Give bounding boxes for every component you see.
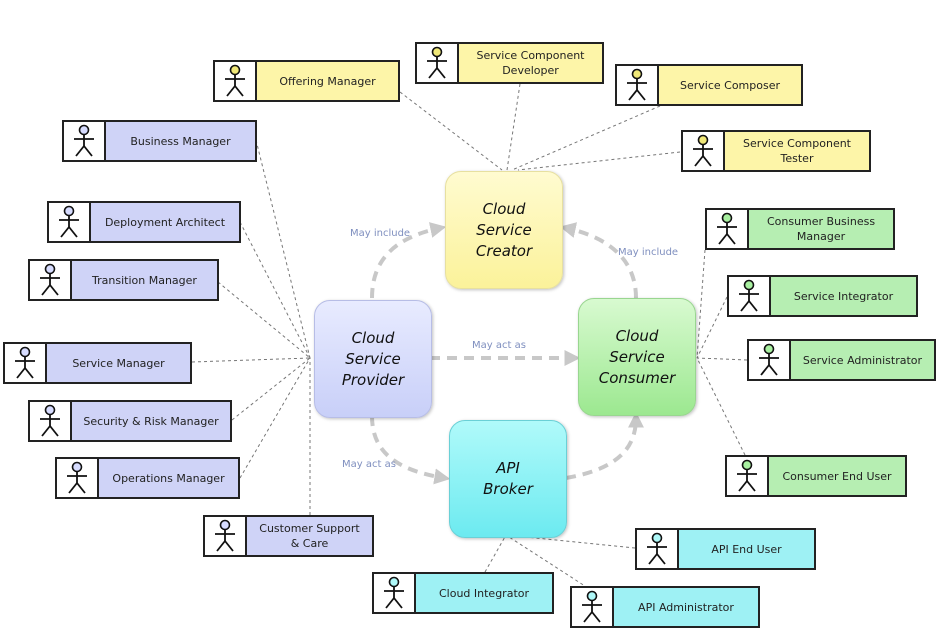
provider-label: Cloud Service Provider <box>341 328 405 389</box>
stick-figure-icon <box>64 122 106 160</box>
stick-figure-icon <box>617 66 659 104</box>
actor-label: Service Integrator <box>771 277 916 315</box>
actor-service-integrator: Service Integrator <box>727 275 918 317</box>
actor-label: Service Component Developer <box>459 44 602 82</box>
broker-label: API Broker <box>483 459 533 498</box>
actor-transition-manager: Transition Manager <box>28 259 219 301</box>
creator-label: Cloud Service Creator <box>475 199 533 260</box>
actor-service-composer: Service Composer <box>615 64 803 106</box>
relation-provider-creator: May include <box>350 228 411 239</box>
arrow-consumer-to-creator <box>559 222 638 299</box>
actor-label: Service Manager <box>47 344 190 382</box>
link-operations-manager <box>239 357 311 479</box>
link-cloud-integrator <box>484 534 507 573</box>
stick-figure-icon <box>707 210 749 248</box>
actor-label: Transition Manager <box>72 261 217 299</box>
stick-figure-icon <box>215 62 257 100</box>
actor-api-administrator: API Administrator <box>570 586 760 628</box>
actor-consumer-business-manager: Consumer Business Manager <box>705 208 895 250</box>
link-security-risk-manager <box>231 357 311 421</box>
link-service-composer <box>511 105 661 171</box>
actor-label: Service Component Tester <box>725 132 869 170</box>
stick-figure-icon <box>637 530 679 568</box>
relation-provider-consumer: May act as <box>472 340 526 351</box>
link-service-component-tester <box>517 151 681 171</box>
actor-label: Security & Risk Manager <box>72 402 230 440</box>
stick-figure-icon <box>729 277 771 315</box>
actor-service-component-developer: Service Component Developer <box>415 42 604 84</box>
stick-figure-icon <box>30 261 72 299</box>
actor-service-administrator: Service Administrator <box>747 339 936 381</box>
stick-figure-icon <box>572 588 614 626</box>
cloud-service-provider-node: Cloud Service Provider <box>314 300 432 418</box>
stick-figure-icon <box>5 344 47 382</box>
stick-figure-icon <box>683 132 725 170</box>
actor-security-risk-manager: Security & Risk Manager <box>28 400 232 442</box>
stick-figure-icon <box>417 44 459 82</box>
link-offering-manager <box>399 91 503 171</box>
actor-service-manager: Service Manager <box>3 342 192 384</box>
actor-offering-manager: Offering Manager <box>213 60 400 102</box>
link-service-administrator <box>696 357 748 361</box>
link-business-manager <box>255 139 311 359</box>
api-broker-node: API Broker <box>449 420 567 538</box>
relation-provider-broker: May act as <box>342 459 396 470</box>
relation-consumer-creator: May include <box>618 247 679 258</box>
link-api-administrator <box>505 534 589 589</box>
stick-figure-icon <box>727 457 769 495</box>
cloud-service-consumer-node: Cloud Service Consumer <box>578 298 696 416</box>
stick-figure-icon <box>205 517 247 555</box>
link-service-component-developer <box>506 83 521 171</box>
actor-label: Business Manager <box>106 122 255 160</box>
link-deployment-architect <box>239 221 311 359</box>
actor-label: Deployment Architect <box>91 203 239 241</box>
link-consumer-end-user <box>696 357 746 456</box>
actor-label: Consumer Business Manager <box>749 210 893 248</box>
arrow-provider-to-creator <box>370 222 447 299</box>
stick-figure-icon <box>57 459 99 497</box>
arrow-broker-to-consumer <box>565 411 644 480</box>
actor-business-manager: Business Manager <box>62 120 257 162</box>
stick-figure-icon <box>30 402 72 440</box>
link-service-integrator <box>696 296 728 359</box>
actor-label: API End User <box>679 530 814 568</box>
actor-consumer-end-user: Consumer End User <box>725 455 907 497</box>
actor-service-component-tester: Service Component Tester <box>681 130 871 172</box>
link-transition-manager <box>217 281 311 359</box>
actor-api-end-user: API End User <box>635 528 816 570</box>
stick-figure-icon <box>374 574 416 612</box>
consumer-label: Cloud Service Consumer <box>598 326 676 387</box>
actor-label: Customer Support & Care <box>247 517 372 555</box>
actor-label: Operations Manager <box>99 459 238 497</box>
actor-customer-support-care: Customer Support & Care <box>203 515 374 557</box>
actor-label: API Administrator <box>614 588 758 626</box>
actor-label: Service Administrator <box>791 341 934 379</box>
actor-label: Cloud Integrator <box>416 574 552 612</box>
actor-label: Offering Manager <box>257 62 398 100</box>
actor-cloud-integrator: Cloud Integrator <box>372 572 554 614</box>
link-service-manager <box>191 357 311 363</box>
actor-label: Service Composer <box>659 66 801 104</box>
actor-label: Consumer End User <box>769 457 905 495</box>
stick-figure-icon <box>749 341 791 379</box>
stick-figure-icon <box>49 203 91 241</box>
actor-deployment-architect: Deployment Architect <box>47 201 241 243</box>
cloud-service-creator-node: Cloud Service Creator <box>445 171 563 289</box>
link-consumer-business-manager <box>696 249 706 359</box>
actor-operations-manager: Operations Manager <box>55 457 240 499</box>
arrow-provider-to-broker <box>370 415 451 485</box>
